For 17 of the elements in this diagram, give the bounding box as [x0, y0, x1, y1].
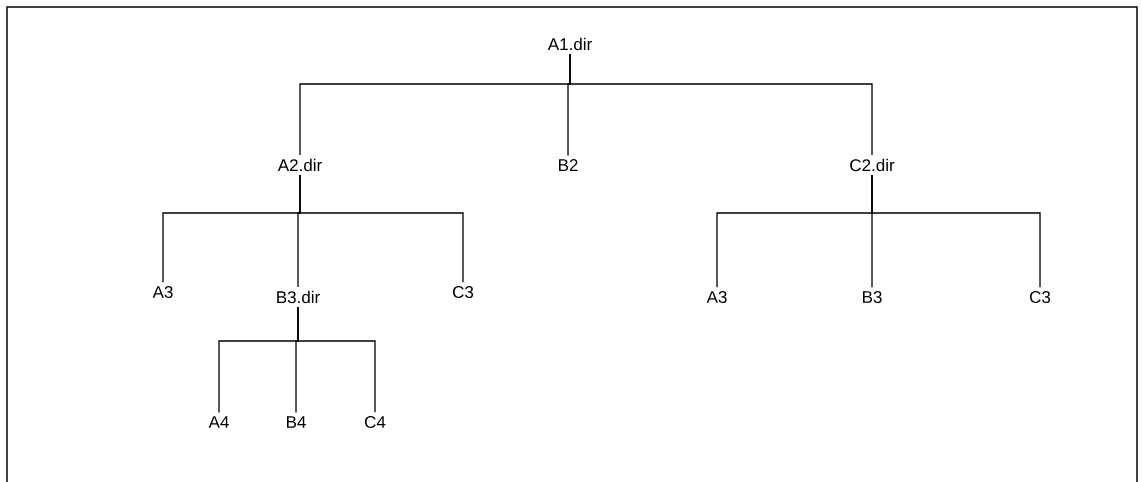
tree-connector: [569, 53, 873, 156]
directory-label: C4: [365, 416, 386, 428]
tree-connector: [871, 174, 1041, 288]
directory-label: A4: [208, 416, 229, 428]
directory-label: B3.dir: [277, 290, 320, 304]
directory-label: C3: [453, 286, 474, 298]
directory-label: C2.dir: [850, 158, 895, 172]
directory-label: B4: [287, 416, 306, 428]
directory-label: A3: [152, 286, 173, 298]
directory-label: A2.dir: [277, 158, 322, 172]
directory-label: B2: [559, 159, 578, 171]
directory-label: C3: [1030, 291, 1051, 303]
directory-label: A1.dir: [547, 37, 592, 51]
directory-label: B3: [863, 291, 882, 303]
tree-connector: [299, 174, 464, 283]
tree-connector: [297, 306, 376, 413]
directory-label: A3: [706, 291, 727, 303]
